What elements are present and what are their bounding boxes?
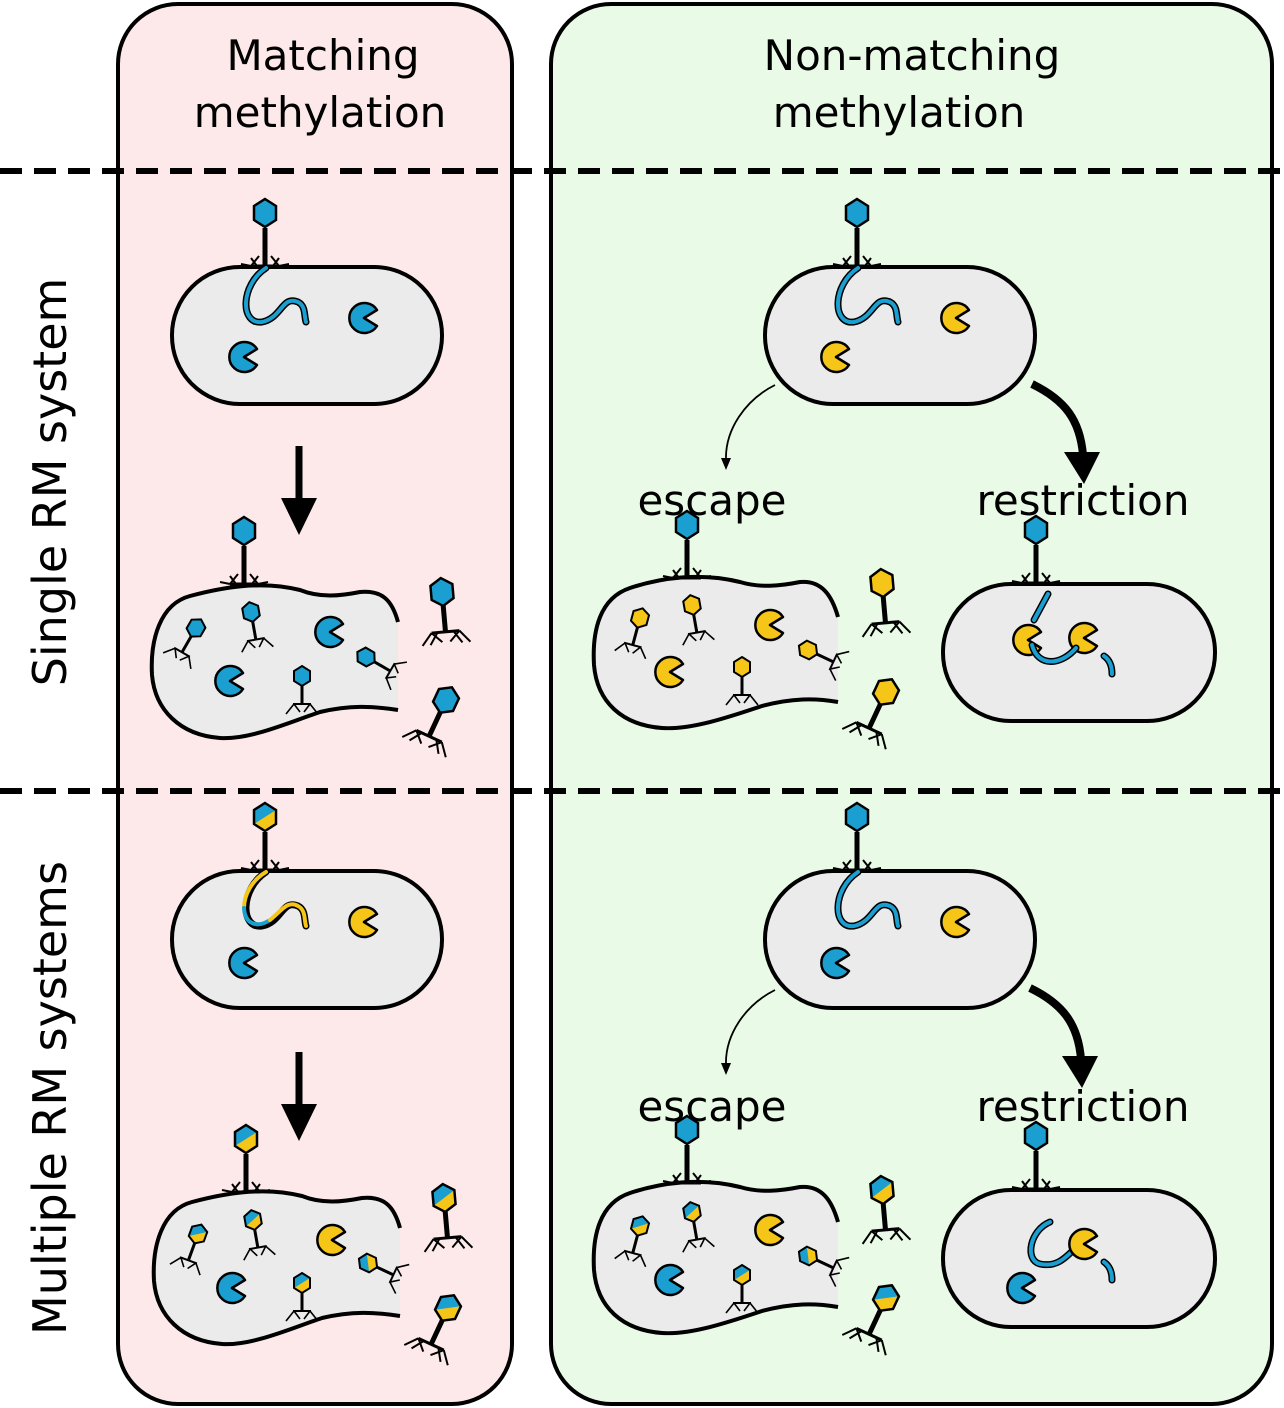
arrow-icon (1030, 380, 1087, 456)
arrow-icon (725, 384, 776, 461)
arrow-icon (281, 1052, 317, 1141)
arrow-icon (725, 989, 776, 1066)
arrow-icon (1028, 984, 1085, 1060)
bacterium-cell (170, 869, 444, 1010)
nonmatching-header-line2: methylation (773, 88, 1026, 137)
nonmatching-header-line1: Non-matching (764, 31, 1061, 80)
matching-header-line2: methylation (194, 88, 447, 137)
restriction-label: restriction (976, 476, 1189, 525)
bacterium-cell (170, 265, 444, 406)
row-label-multiple: Multiple RM systems (23, 861, 77, 1335)
arrow-icon (281, 446, 317, 535)
nonmatching-panel (549, 2, 1274, 1406)
escape-label: escape (637, 476, 786, 525)
escape-label: escape (637, 1082, 786, 1131)
row-label-single: Single RM system (23, 278, 77, 687)
bacterium-cell (763, 869, 1037, 1010)
matching-header-line1: Matching (226, 31, 419, 80)
restriction-label: restriction (976, 1082, 1189, 1131)
bacterium-cell (763, 265, 1037, 406)
